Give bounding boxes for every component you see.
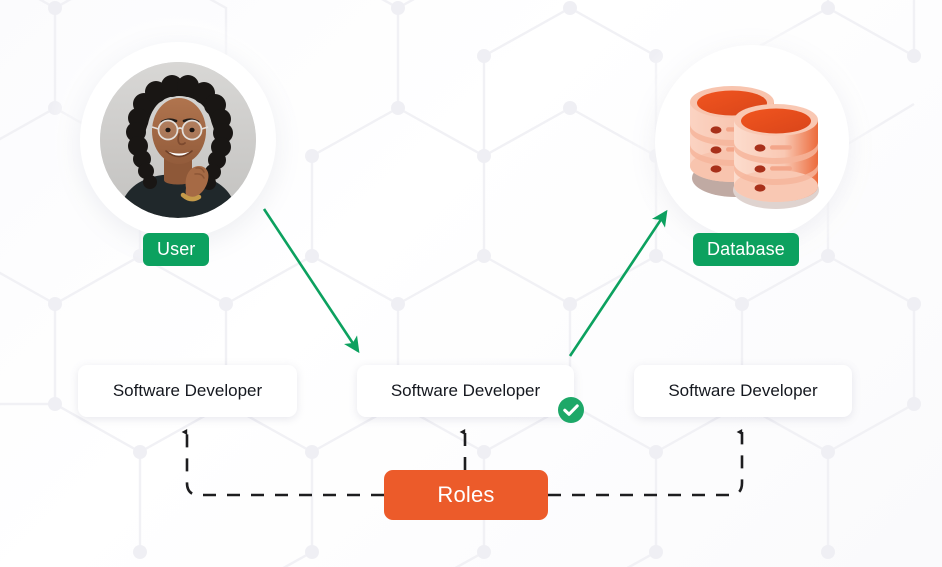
- role-card-right[interactable]: Software Developer: [634, 365, 852, 417]
- role-card-label: Software Developer: [390, 381, 541, 400]
- role-card-label: Software Developer: [112, 381, 263, 400]
- roles-button[interactable]: Roles: [384, 470, 548, 520]
- database-node[interactable]: [655, 45, 849, 239]
- arrow-role-to-database: [568, 209, 668, 357]
- role-card-middle[interactable]: Software Developer: [357, 365, 574, 417]
- database-label-pill: Database: [693, 233, 799, 266]
- dashed-path-left: [181, 429, 384, 497]
- check-circle-icon: [557, 396, 585, 424]
- user-node[interactable]: [80, 42, 276, 238]
- arrow-user-to-role: [262, 208, 360, 354]
- dashed-path-right: [548, 429, 744, 497]
- user-label: User: [157, 239, 196, 259]
- role-card-label: Software Developer: [668, 381, 818, 400]
- user-label-pill: User: [143, 233, 210, 266]
- avatar: [100, 62, 256, 218]
- roles-label: Roles: [437, 482, 495, 507]
- database-label: Database: [707, 239, 785, 259]
- database-stack-icon: [672, 62, 832, 222]
- role-card-left[interactable]: Software Developer: [78, 365, 297, 417]
